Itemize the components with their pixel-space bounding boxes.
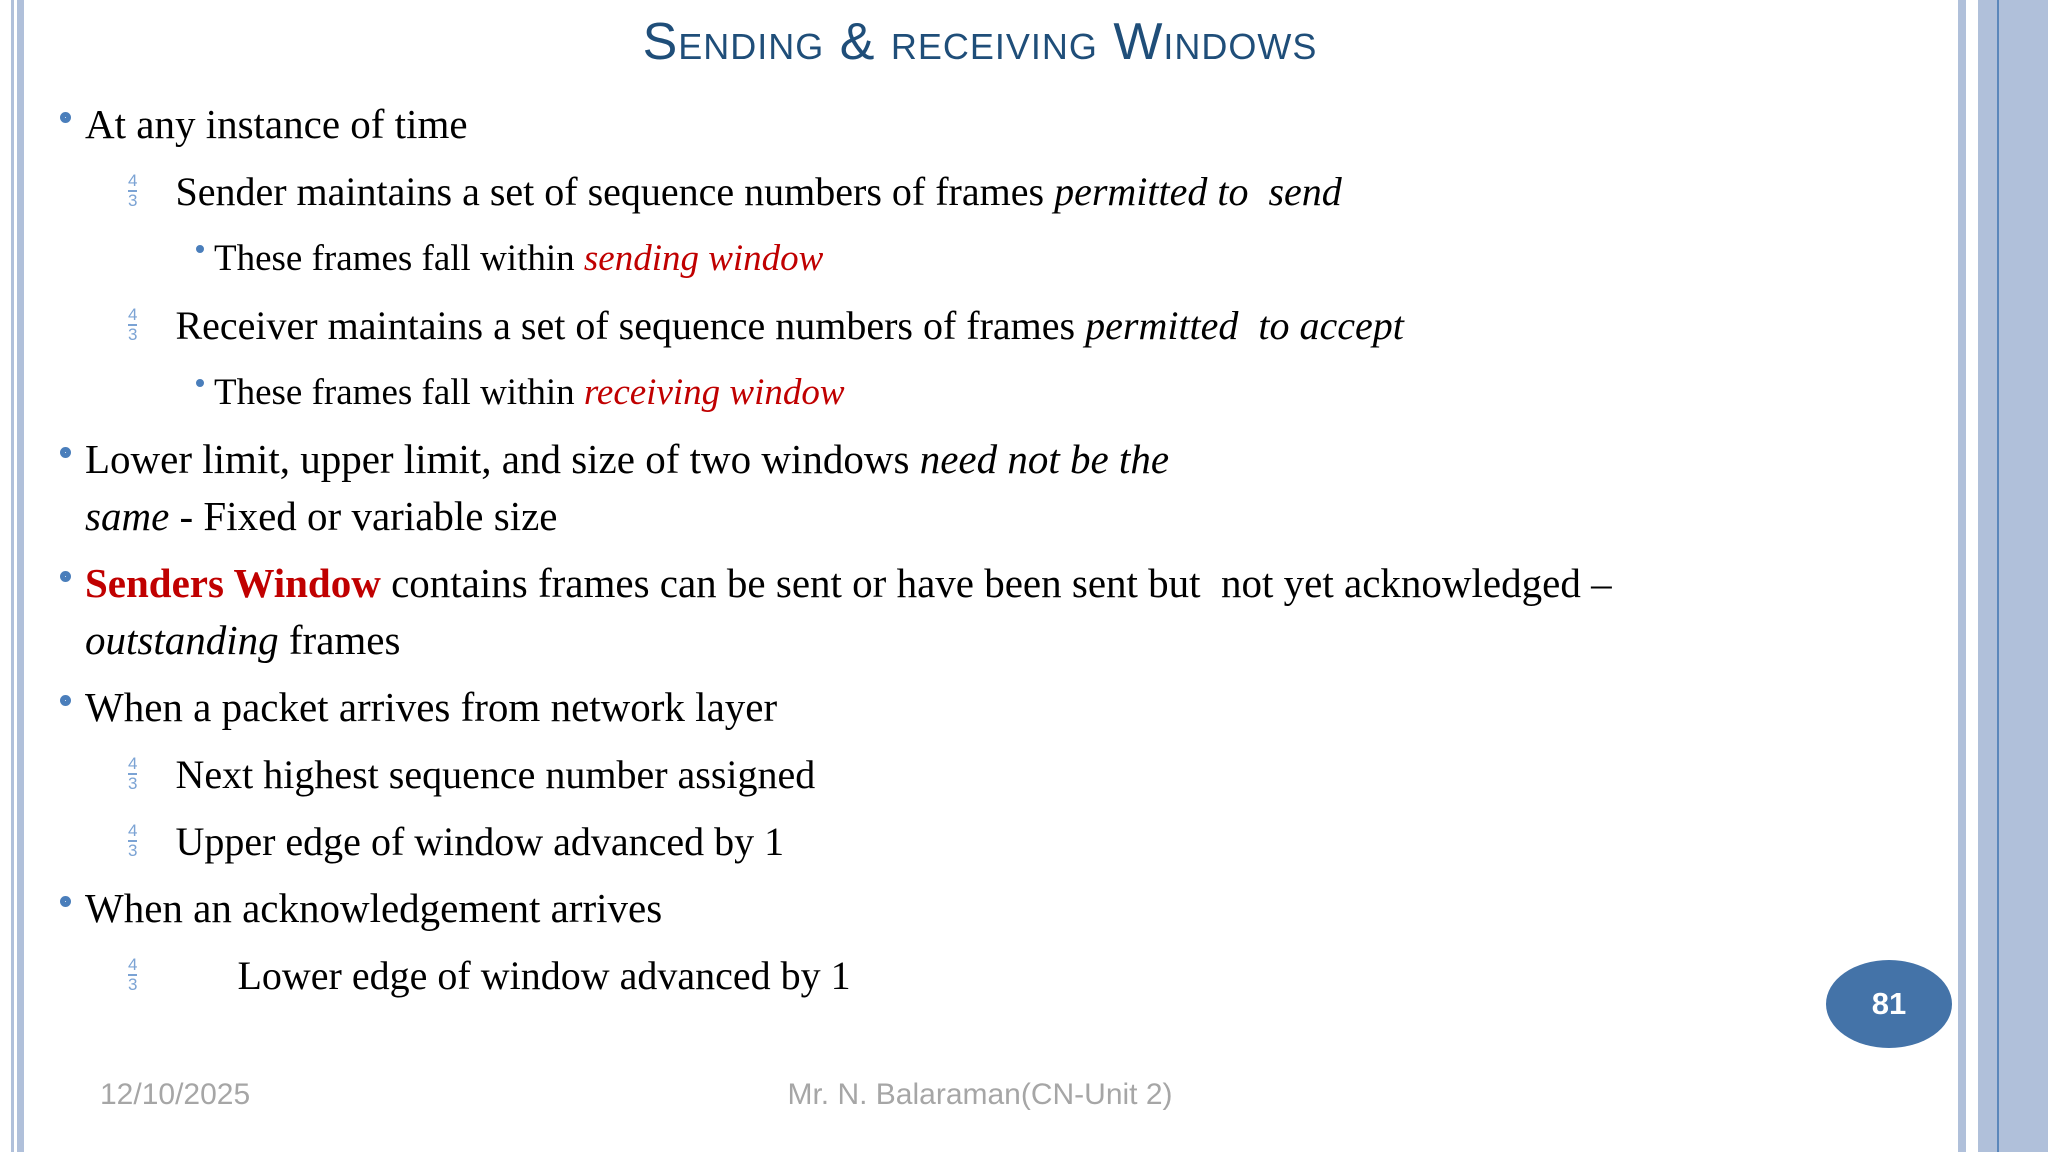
ring-bullet-icon: [196, 245, 204, 253]
right-border-band: [1978, 0, 2048, 1152]
bullet-text: Next highest sequence number assigned: [175, 752, 816, 797]
slide-title: Sending & receiving Windows: [642, 13, 1318, 71]
page-number: 81: [1871, 986, 1907, 1021]
right-border-stripe-thin: [1958, 0, 1966, 1152]
page-number-badge: 81: [1826, 960, 1952, 1048]
bullet-text: Receiver maintains a set of sequence num…: [175, 303, 1404, 348]
bullet-text: At any instance of time: [85, 101, 468, 147]
bullet-text: Senders Window contains frames can be se…: [85, 560, 1612, 663]
ring-bullet-icon: [196, 379, 204, 387]
ring-bullet-icon: [60, 896, 71, 907]
ring-bullet-icon: [60, 447, 71, 458]
right-border-accent-line: [1997, 0, 1999, 1152]
footer-credit: Mr. N. Balaraman(CN-Unit 2): [787, 1078, 1173, 1111]
bullet-line: At any instance of time: [0, 96, 1958, 153]
bullet-line: These frames fall within receiving windo…: [0, 364, 1958, 421]
bullet-text: Lower limit, upper limit, and size of tw…: [85, 436, 1170, 539]
ring-bullet-icon: [60, 571, 71, 582]
bullet-text: When an acknowledgement arrives: [85, 885, 663, 931]
bullet-line: Senders Window contains frames can be se…: [0, 555, 1958, 669]
bullet-text: When a packet arrives from network layer: [85, 684, 778, 730]
bullet-text: Sender maintains a set of sequence numbe…: [175, 169, 1342, 214]
bullet-line: When a packet arrives from network layer: [0, 679, 1958, 736]
ring-bullet-icon: [60, 695, 71, 706]
bullet-text: These frames fall within receiving windo…: [214, 372, 845, 413]
bullet-line: Lower limit, upper limit, and size of tw…: [0, 431, 1958, 545]
bullet-text: These frames fall within sending window: [214, 238, 824, 279]
bullet-line: These frames fall within sending window: [0, 230, 1958, 287]
footer-date: 12/10/2025: [100, 1078, 251, 1111]
left-border-stripe-thin: [11, 0, 14, 1152]
ring-bullet-icon: [60, 112, 71, 123]
bullet-line: When an acknowledgement arrives: [0, 880, 1958, 937]
left-border-stripe-thick: [17, 0, 24, 1152]
bullet-text: Upper edge of window advanced by 1: [175, 819, 785, 864]
bullet-text: Lower edge of window advanced by 1: [237, 953, 851, 998]
